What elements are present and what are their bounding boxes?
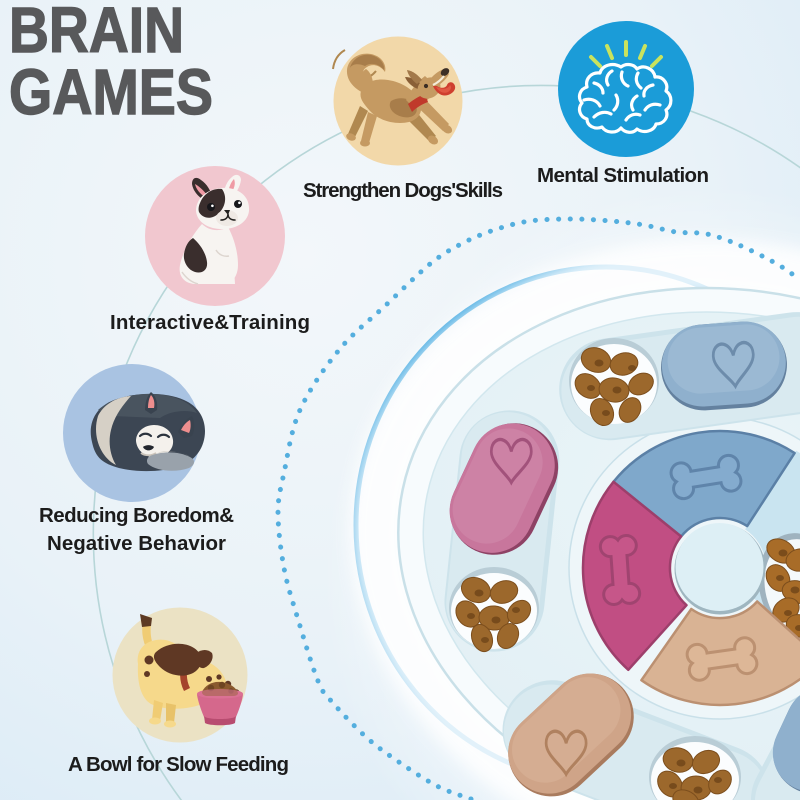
svg-text:A Bowl for Slow Feeding: A Bowl for Slow Feeding <box>68 753 289 776</box>
svg-text:Mental Stimulation: Mental Stimulation <box>537 164 709 187</box>
svg-text:BRAIN: BRAIN <box>9 0 184 66</box>
svg-text:GAMES: GAMES <box>9 56 213 128</box>
svg-text:Reducing Boredom&: Reducing Boredom& <box>39 504 234 527</box>
svg-text:Strengthen Dogs'Skills: Strengthen Dogs'Skills <box>303 179 503 202</box>
svg-text:Negative Behavior: Negative Behavior <box>47 532 226 555</box>
svg-text:Interactive&Training: Interactive&Training <box>110 311 310 334</box>
